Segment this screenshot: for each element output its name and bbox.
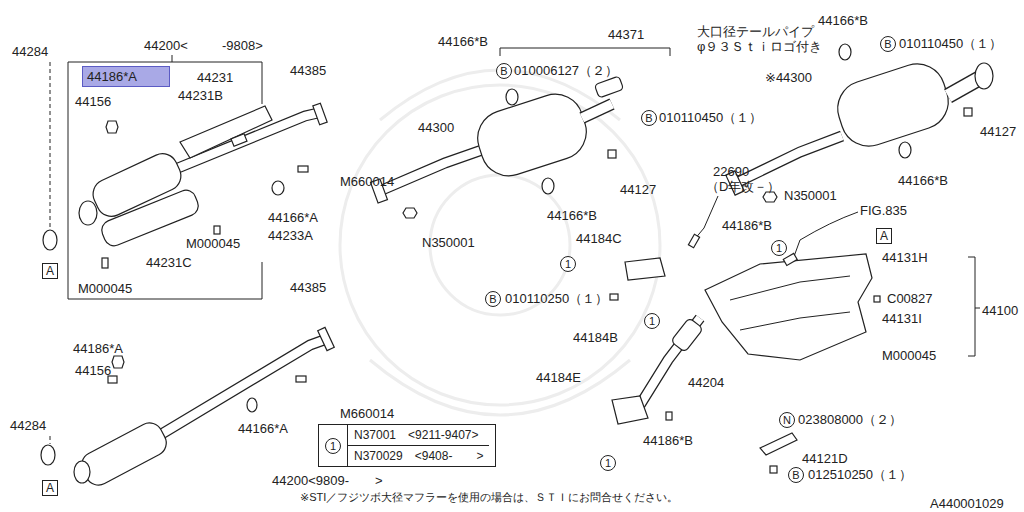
callout-label: ※44300 [765, 70, 812, 85]
front-pipe-lower [41, 327, 334, 489]
callout-label: 44284 [10, 418, 46, 433]
node-text: 1 [605, 457, 611, 469]
callout-label: 023808000（２） [798, 412, 902, 427]
node-text: 1 [776, 242, 782, 254]
node-text: 44186*A [87, 69, 137, 84]
reference-box: A [876, 228, 892, 244]
callout-label: 44186*B [722, 218, 772, 233]
node-text: 1 [565, 258, 571, 270]
callout-label: 44233A [268, 228, 313, 243]
node-text: 1 [330, 440, 336, 452]
circled-symbol: N [779, 412, 795, 428]
callout-label: 44284 [12, 44, 48, 59]
circled-symbol: 1 [560, 256, 576, 272]
callout-label: M000045 [186, 236, 240, 251]
callout-label: 44231B [178, 88, 223, 103]
callout-label: N350001 [422, 235, 475, 250]
callout-label: 44200<9809- > [272, 473, 383, 488]
callout-label: 44127 [980, 124, 1016, 139]
callout-label: 44184B [573, 330, 618, 345]
callout-label: 012510250（１） [808, 467, 912, 482]
callout-label: 44156 [75, 94, 111, 109]
circled-symbol: 1 [771, 240, 787, 256]
callout-label: 44166*B [898, 173, 948, 188]
callout-label: 44186*B [643, 433, 693, 448]
center-muffler [371, 76, 624, 218]
circled-symbol: B [485, 291, 501, 307]
node-text: B [500, 65, 507, 77]
table-rows: N37001 <9211-9407>N370029 <9408- > [347, 425, 489, 466]
callout-label: 大口径テールパイプ [697, 24, 814, 39]
callout-label: φ９３Ｓｔｉロゴ付き [697, 39, 822, 54]
callout-label: 44131I [882, 311, 922, 326]
callout-label: 44385 [290, 63, 326, 78]
callout-label: M660014 [340, 174, 394, 189]
callout-label: 44204 [688, 375, 724, 390]
callout-label: 010110250（１） [505, 291, 608, 306]
node-text: A [880, 229, 888, 243]
callout-label: 44131H [882, 250, 928, 265]
callout-label: 44166*B [547, 208, 597, 223]
circled-symbol: B [496, 63, 512, 79]
callout-label: 44200< [144, 38, 188, 53]
node-text: B [792, 469, 799, 481]
callout-label: 44121D [802, 451, 848, 466]
reference-box: A [42, 263, 58, 279]
callout-label: 44371 [608, 27, 644, 42]
bracket-lines [50, 48, 980, 444]
callout-label: C00827 [887, 291, 933, 306]
callout-label: 44100 [982, 303, 1018, 318]
callout-label: 44127 [620, 182, 656, 197]
front-pipe-upper [43, 103, 327, 268]
callout-label: 44186*A [73, 341, 123, 356]
node-text: B [884, 38, 891, 50]
callout-label: 44231 [197, 70, 233, 85]
callout-label: 010110450（１） [659, 110, 762, 125]
callout-label: ※STI／フジツボ大径マフラーを使用の場合は、ＳＴＩにお問合せください。 [300, 490, 678, 504]
circled-symbol: 1 [325, 438, 341, 454]
callout-label: -9808> [222, 38, 263, 53]
callout-label: 010110450（１） [899, 36, 1002, 51]
highlighted-part-box: 44186*A [82, 66, 170, 87]
callout-label: M000045 [78, 281, 132, 296]
callout-label: 44300 [418, 120, 454, 135]
node-text: B [645, 112, 652, 124]
circled-symbol: B [641, 110, 657, 126]
callout-label: 44184E [536, 370, 581, 385]
callout-label: 44156 [75, 363, 111, 378]
callout-label: 44184C [576, 231, 622, 246]
callout-label: 44166*A [268, 210, 318, 225]
rear-muffler [726, 44, 993, 202]
callout-label: A440001029 [930, 496, 1004, 511]
circled-symbol: B [880, 36, 896, 52]
callout-label: FIG.835 [860, 203, 907, 218]
manifold-shield [610, 234, 880, 473]
circled-symbol: 1 [644, 313, 660, 329]
node-text: B [489, 293, 496, 305]
callout-label: 44231C [146, 255, 192, 270]
callout-label: 44385 [290, 280, 326, 295]
node-text: N [783, 414, 791, 426]
node-text: A [46, 264, 54, 278]
table-cell: N370029 <9408- > [348, 446, 489, 466]
callout-label: M000045 [882, 348, 936, 363]
node-text: A [46, 481, 54, 495]
circled-symbol: B [788, 467, 804, 483]
callout-label: 010006127（２） [514, 63, 618, 78]
callout-label: N350001 [784, 188, 837, 203]
callout-label: 44166*B [438, 34, 488, 49]
circled-symbol: 1 [600, 455, 616, 471]
table-cell: N37001 <9211-9407> [348, 425, 489, 446]
callout-label: （D年改－） [706, 179, 780, 194]
legend-table: N37001 <9211-9407>N370029 <9408- > 1 [318, 424, 496, 467]
callout-label: 44166*B [818, 13, 868, 28]
watermark [340, 70, 660, 415]
node-text: 1 [649, 315, 655, 327]
callout-label: 22690 [713, 164, 749, 179]
callout-label: 44166*A [238, 421, 288, 436]
reference-box: A [42, 480, 58, 496]
callout-label: M660014 [340, 406, 394, 421]
